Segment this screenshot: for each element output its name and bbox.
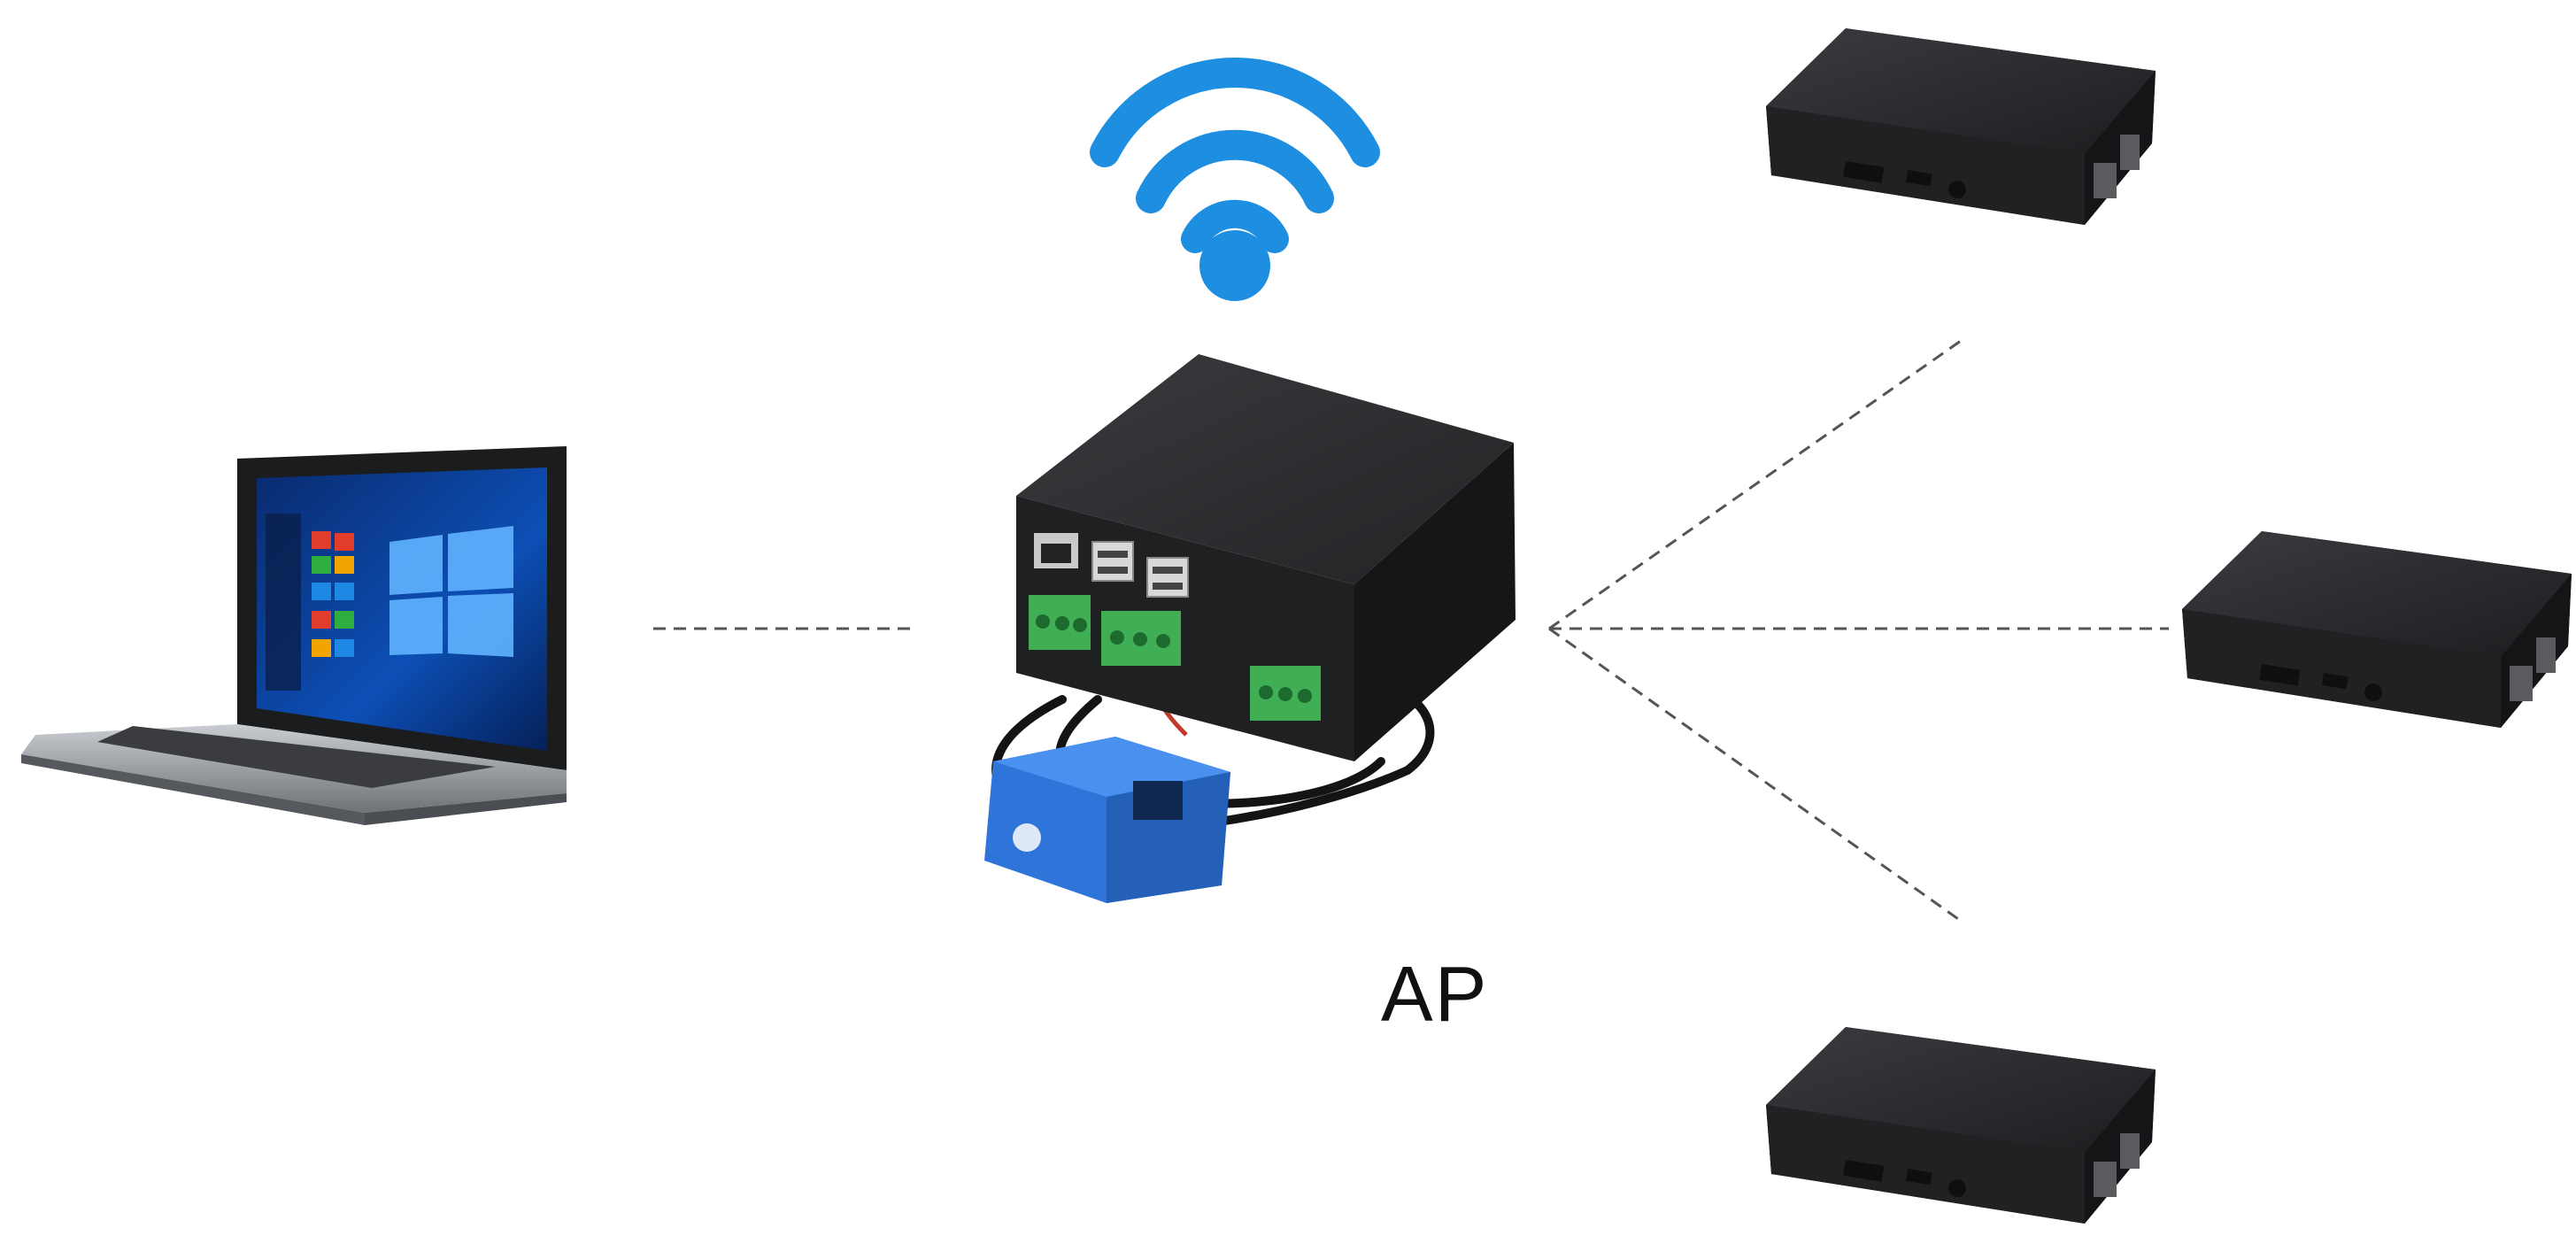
raspberry-pi-case-icon [2182, 531, 2572, 728]
connection-lines [653, 339, 2169, 923]
current-sensor-icon [984, 737, 1230, 903]
raspberry-pi-case-icon [1766, 1027, 2156, 1224]
wifi-icon [1090, 57, 1380, 301]
edge-ap-pi-bottom [1548, 627, 1962, 923]
ap-label: AP [1381, 950, 1489, 1038]
edge-ap-pi-top [1548, 339, 1962, 630]
gateway-box-icon [984, 354, 1516, 903]
laptop-icon [21, 446, 567, 825]
raspberry-pi-case-icon [1766, 28, 2156, 225]
